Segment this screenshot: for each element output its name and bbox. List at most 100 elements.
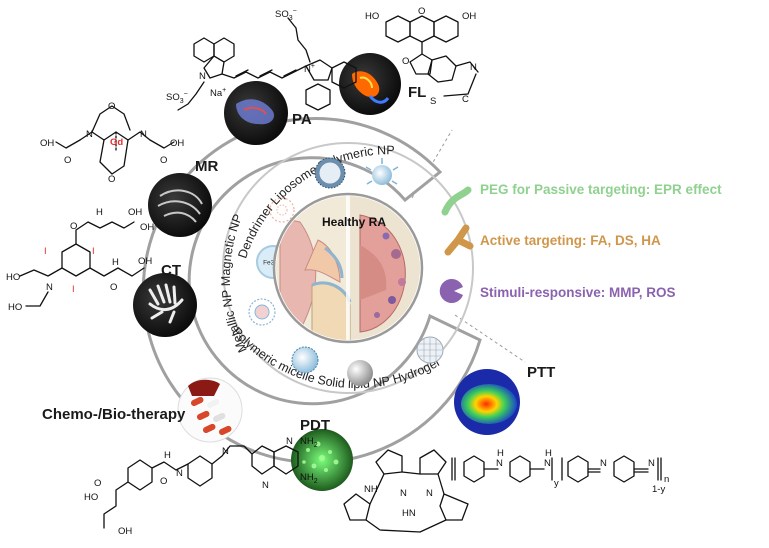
atom-ho-mtx-1: HO xyxy=(84,492,98,503)
atom-c-fl: C xyxy=(462,94,469,105)
atom-o-ct-right: O xyxy=(110,282,117,293)
atom-o-gd-top: O xyxy=(108,101,115,112)
atom-o-ct-top: O xyxy=(70,221,77,232)
cyanine-dye-structure: N SO3− Na+ N+ SO3− xyxy=(166,8,357,111)
atom-o-mtx-amide: O xyxy=(160,476,167,487)
pa-label: PA xyxy=(292,111,312,128)
atom-ho-fl: HO xyxy=(365,11,379,22)
atom-n-gd-right: N xyxy=(140,129,147,140)
strategy-peg-label: PEG for Passive targeting: EPR effect xyxy=(480,182,722,197)
atom-o-gd-right: O xyxy=(160,155,167,166)
atom-h-right: H xyxy=(112,257,119,268)
ptt-image xyxy=(454,369,520,435)
ct-image xyxy=(133,273,197,337)
atom-oh-mtx-2: OH xyxy=(118,526,132,537)
guide-line-bottom xyxy=(454,314,526,363)
atom-gd: Gd xyxy=(110,137,123,148)
atom-ho-ct-1: HO xyxy=(6,272,20,283)
pdt-label: PDT xyxy=(300,417,330,434)
metallic-np-particle-icon xyxy=(248,298,276,326)
atom-o-gd-left: O xyxy=(64,155,71,166)
atom-n-porph-1: N xyxy=(400,488,407,499)
atom-n-mtx-amide: N xyxy=(176,468,183,479)
methotrexate-structure: H N O N N NH2 NH2 N O HO OH xyxy=(84,436,318,537)
atom-oh-ct-1: OH xyxy=(128,207,142,218)
joint-illustration: Healthy RA xyxy=(272,192,424,344)
pdt-image xyxy=(291,429,353,491)
peg-strand-icon xyxy=(441,186,472,216)
atom-na: Na+ xyxy=(210,87,226,99)
atom-oh-gd-right: OH xyxy=(170,138,184,149)
atom-oh-fl: OH xyxy=(462,11,476,22)
hydrogel-particle-icon xyxy=(416,336,444,364)
fl-label: FL xyxy=(408,84,426,101)
gadolinium-complex-structure: Gd O O N N OH OH O O xyxy=(40,101,184,185)
iodinated-contrast-structure: I I I H O OH OH O H OH N HO HO xyxy=(6,207,154,313)
atom-n-pani-2: N xyxy=(544,458,551,469)
ct-label: CT xyxy=(161,262,181,279)
mr-image xyxy=(148,173,212,237)
fl-image xyxy=(339,53,401,115)
fluorescein-structure: HO OH O O N C S xyxy=(365,6,479,107)
dendrimer-particle-icon xyxy=(269,197,295,223)
strategy-stimuli-label: Stimuli-responsive: MMP, ROS xyxy=(480,285,676,300)
atom-n-mtx-methyl: N xyxy=(222,446,229,457)
atom-nh2-mtx-2: NH2 xyxy=(300,472,318,485)
subscript-one-minus-y: 1-y xyxy=(652,484,665,495)
atom-ho-ct-2: HO xyxy=(8,302,22,313)
atom-h-mtx: H xyxy=(164,450,171,461)
ligand-icon xyxy=(444,224,474,256)
atom-nh2-mtx-1: NH2 xyxy=(300,436,318,449)
pa-image xyxy=(224,81,288,145)
atom-h-pani-1: H xyxy=(497,448,504,459)
pacman-icon xyxy=(439,278,463,303)
atom-so3-left: SO3− xyxy=(166,91,188,105)
atom-nh-porph-1: NH xyxy=(364,484,378,495)
atom-so3-right: SO3− xyxy=(275,8,297,22)
atom-oh-ct-3: OH xyxy=(138,256,152,267)
polyaniline-structure: N H N H y N N 1-y n xyxy=(451,448,669,495)
atom-o-mtx-acid: O xyxy=(94,478,101,489)
chemo-label: Chemo-/Bio-therapy xyxy=(42,406,186,423)
subscript-y: y xyxy=(554,478,559,489)
atom-n-left: N xyxy=(199,71,206,82)
liposome-particle-icon xyxy=(314,157,346,189)
atom-h-top: H xyxy=(96,207,103,218)
atom-n-mtx-1: N xyxy=(286,436,293,447)
chemo-image xyxy=(177,377,243,443)
solid-lipid-particle-icon xyxy=(347,360,373,386)
strategy-active: Active targeting: FA, DS, HA xyxy=(444,224,661,256)
porphyrin-structure: NH N HN N xyxy=(343,449,469,533)
atom-o-lactone: O xyxy=(402,56,409,67)
atom-o-gd-bottom: O xyxy=(108,174,115,185)
atom-i-left: I xyxy=(44,246,47,257)
ptt-label: PTT xyxy=(527,364,555,381)
strategy-stimuli: Stimuli-responsive: MMP, ROS xyxy=(439,278,676,303)
atom-s-fl: S xyxy=(430,96,436,107)
atom-n-fl: N xyxy=(470,62,477,73)
polymeric-np-particle-icon xyxy=(365,158,399,185)
atom-n-ct: N xyxy=(46,282,53,293)
atom-n-porph-2: N xyxy=(426,488,433,499)
center-label: Healthy RA xyxy=(322,215,386,229)
atom-h-pani-2: H xyxy=(545,448,552,459)
atom-oh-gd-left: OH xyxy=(40,138,54,149)
strategy-peg: PEG for Passive targeting: EPR effect xyxy=(441,182,722,216)
atom-o-fl: O xyxy=(418,6,425,17)
atom-n-pani-3: N xyxy=(600,458,607,469)
atom-i-right: I xyxy=(92,246,95,257)
atom-i-bottom: I xyxy=(72,284,75,295)
atom-hn-porph: HN xyxy=(402,508,416,519)
atom-n-pani-1: N xyxy=(496,458,503,469)
micelle-particle-icon xyxy=(291,346,319,374)
subscript-n: n xyxy=(664,474,669,485)
atom-oh-ct-2: OH xyxy=(140,222,154,233)
atom-n-pani-4: N xyxy=(648,458,655,469)
atom-n-mtx-2: N xyxy=(262,480,269,491)
atom-n-right: N+ xyxy=(304,63,315,75)
atom-n-gd-left: N xyxy=(86,129,93,140)
mr-label: MR xyxy=(195,158,218,175)
strategy-active-label: Active targeting: FA, DS, HA xyxy=(480,233,661,248)
